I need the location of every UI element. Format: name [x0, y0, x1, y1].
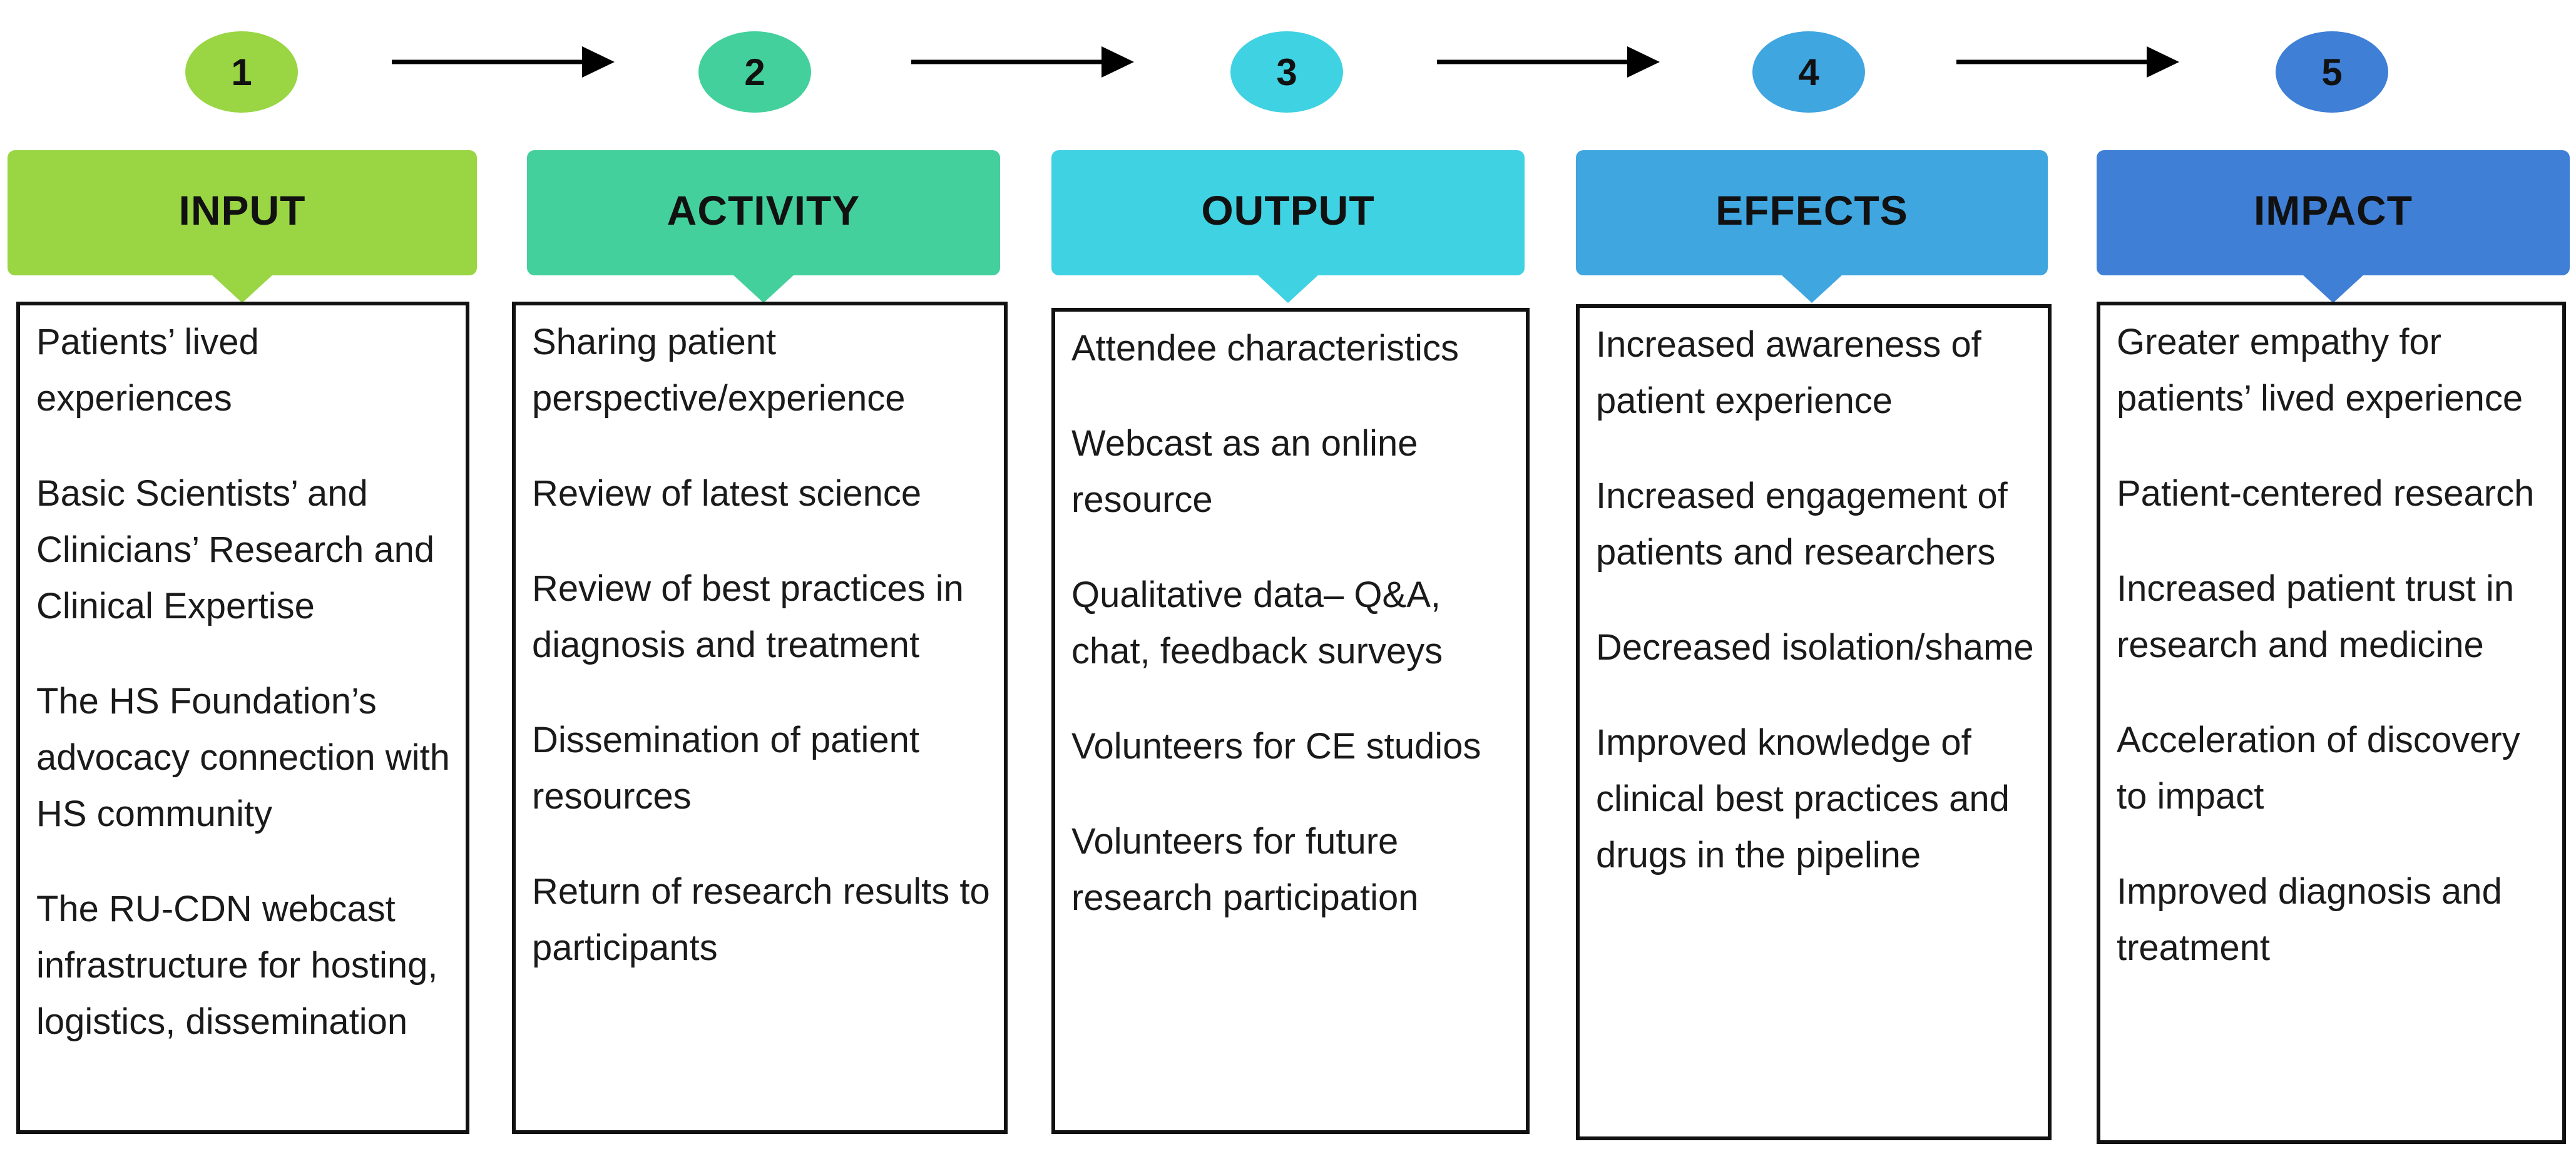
list-item: Review of latest science — [532, 473, 922, 514]
list-item: Volunteers for CE studios — [1071, 726, 1481, 767]
stage-4-header: EFFECTS — [1576, 150, 2048, 303]
stage-3-header: OUTPUT — [1051, 150, 1525, 303]
stage-4-pointer — [1781, 274, 1843, 303]
stage-4-number-oval: 4 — [1752, 31, 1865, 113]
list-item: Sharing patient perspective/experience — [532, 322, 906, 419]
stage-4-item-list: Increased awareness of patient experienc… — [1596, 317, 2039, 884]
stage-2-header: ACTIVITY — [527, 150, 1000, 303]
arrow-1-to-2 — [392, 46, 615, 78]
stage-2-number-oval: 2 — [698, 31, 811, 113]
stage-2-pointer — [732, 274, 795, 303]
stage-5-content-box: Greater empathy for patients’ lived expe… — [2097, 302, 2566, 1144]
stage-1-title: INPUT — [178, 187, 306, 233]
stage-1-content-box: Patients’ lived experiences Basic Scient… — [16, 302, 469, 1134]
arrow-4-to-5 — [1956, 46, 2179, 78]
list-item: The HS Foundation’s advocacy connection … — [36, 681, 450, 834]
stage-3-number-oval: 3 — [1230, 31, 1343, 113]
list-item: Webcast as an online resource — [1071, 423, 1418, 520]
arrow-2-to-3 — [911, 46, 1134, 78]
list-item: Return of research results to participan… — [532, 871, 990, 968]
list-item: Patient-centered research — [2117, 473, 2535, 514]
list-item: Improved diagnosis and treatment — [2117, 871, 2502, 968]
list-item: Dissemination of patient resources — [532, 720, 919, 817]
list-item: Increased engagement of patients and res… — [1596, 476, 2008, 573]
stage-5-item-list: Greater empathy for patients’ lived expe… — [2117, 314, 2553, 976]
list-item: Basic Scientists’ and Clinicians’ Resear… — [36, 473, 435, 626]
list-item: Review of best practices in diagnosis an… — [532, 568, 964, 665]
stage-3-item-list: Attendee characteristics Webcast as an o… — [1071, 320, 1517, 926]
list-item: Attendee characteristics — [1071, 328, 1459, 369]
list-item: Decreased isolation/shame — [1596, 627, 2034, 668]
stage-5-pointer — [2302, 274, 2364, 303]
list-item: Improved knowledge of clinical best prac… — [1596, 722, 2010, 876]
list-item: Greater empathy for patients’ lived expe… — [2117, 322, 2523, 419]
list-item: Volunteers for future research participa… — [1071, 821, 1419, 918]
list-item: Qualitative data– Q&A, chat, feedback su… — [1071, 574, 1443, 671]
list-item: Acceleration of discovery to impact — [2117, 720, 2520, 817]
stage-5-number-oval: 5 — [2276, 31, 2388, 113]
stage-1-header: INPUT — [8, 150, 477, 303]
stage-3-content-box: Attendee characteristics Webcast as an o… — [1051, 308, 1530, 1134]
list-item: Increased patient trust in research and … — [2117, 568, 2515, 665]
list-item: Increased awareness of patient experienc… — [1596, 324, 1981, 421]
stage-1-number-oval: 1 — [185, 31, 298, 113]
stage-5-header: IMPACT — [2097, 150, 2570, 303]
stage-2-content-box: Sharing patient perspective/experience R… — [512, 302, 1008, 1134]
list-item: Patients’ lived experiences — [36, 322, 259, 419]
stage-2-title: ACTIVITY — [667, 187, 861, 233]
stage-2-item-list: Sharing patient perspective/experience R… — [532, 314, 995, 976]
stage-1-pointer — [211, 274, 273, 303]
stage-5-title: IMPACT — [2253, 187, 2413, 233]
arrow-3-to-4 — [1437, 46, 1660, 78]
stage-3-pointer — [1257, 274, 1319, 303]
stage-4-title: EFFECTS — [1715, 187, 1908, 233]
list-item: The RU-CDN webcast infrastructure for ho… — [36, 889, 438, 1042]
stage-4-content-box: Increased awareness of patient experienc… — [1576, 304, 2052, 1140]
stage-3-title: OUTPUT — [1201, 187, 1375, 233]
stage-1-item-list: Patients’ lived experiences Basic Scient… — [36, 314, 457, 1050]
